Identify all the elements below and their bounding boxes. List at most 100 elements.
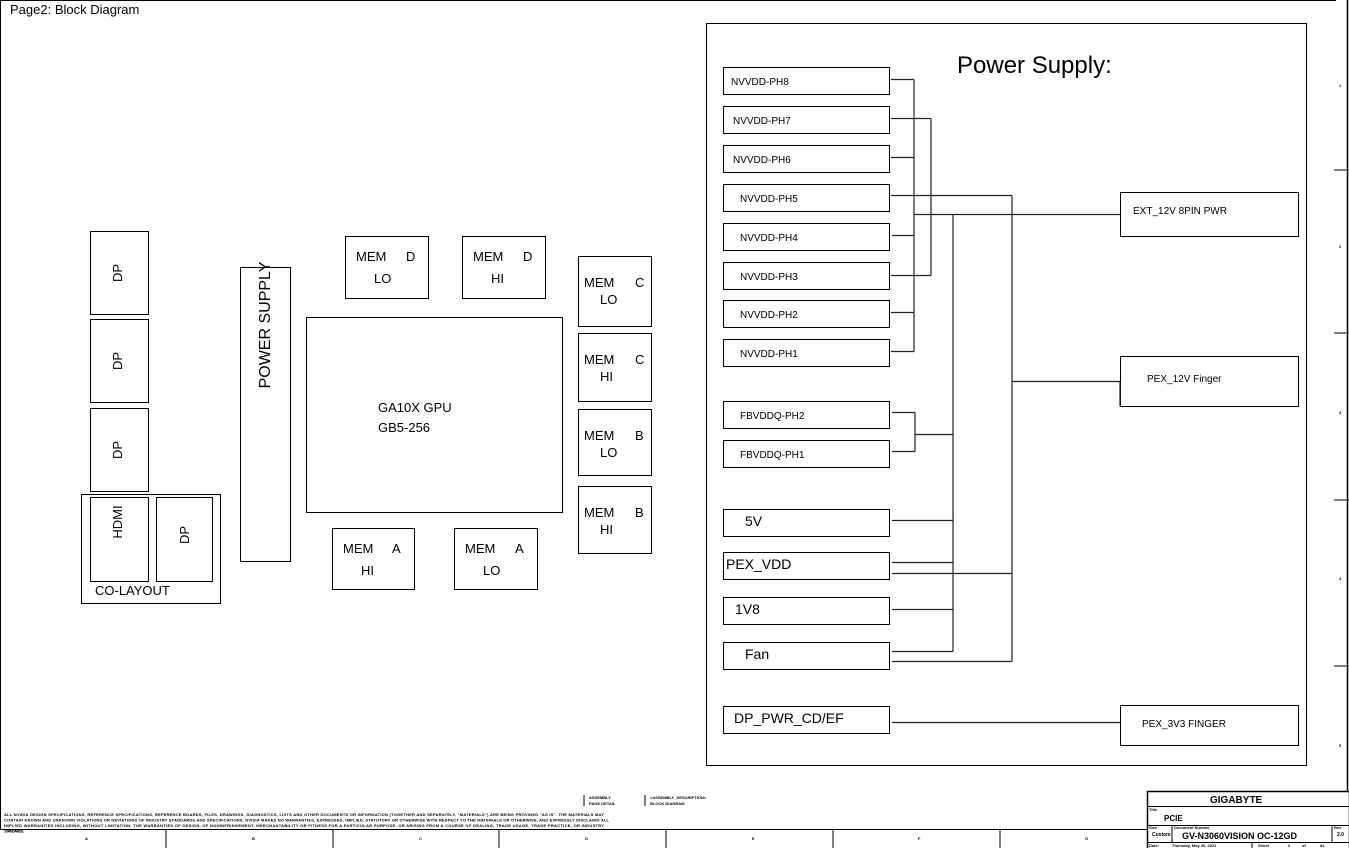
company-name: GIGABYTE: [1210, 795, 1263, 806]
sheet-total: 84: [1320, 843, 1325, 848]
dp-connector-box: [90, 231, 149, 315]
assembly-field: ASSEMBLY: [589, 795, 611, 800]
power-rail-box: [723, 106, 890, 134]
dp-connector-label: DP: [110, 264, 125, 282]
row-marker: 4: [1339, 576, 1342, 581]
power-source-box: [1120, 192, 1299, 237]
column-marker: C: [419, 836, 422, 841]
of-label: of: [1302, 843, 1306, 848]
memory-label: MEM: [584, 428, 614, 443]
power-rail-box: [723, 184, 890, 212]
power-source-label: PEX_12V Finger: [1147, 374, 1222, 385]
memory-block: [454, 528, 538, 590]
memory-channel-label: C: [635, 352, 644, 367]
power-source-label: EXT_12V 8PIN PWR: [1133, 206, 1227, 217]
sheet-number: 2: [1288, 843, 1291, 848]
power-supply-block-label: POWER SUPPLY: [257, 261, 274, 388]
column-marker: E: [752, 836, 755, 841]
rev-value: 2.0: [1337, 832, 1344, 838]
memory-block: [578, 333, 652, 402]
sheet-label: Sheet: [1258, 843, 1270, 848]
memory-block: [578, 486, 652, 554]
memory-channel-label: C: [635, 275, 644, 290]
document-number: GV-N3060VISION OC-12GD: [1182, 831, 1298, 841]
power-rail-label: 1V8: [735, 601, 760, 617]
dp-connector-box: [90, 408, 149, 492]
size-value: Custom: [1152, 832, 1171, 838]
power-rail-label: NVVDD-PH5: [740, 194, 798, 205]
memory-block: [332, 528, 415, 590]
title-label: Title: [1149, 807, 1158, 812]
power-supply-title: Power Supply:: [957, 52, 1112, 79]
memory-label: MEM: [356, 249, 386, 264]
power-source-label: PEX_3V3 FINGER: [1142, 719, 1226, 730]
power-supply-frame: [706, 23, 1307, 766]
co-layout-box: [81, 494, 221, 604]
power-rail-box: [723, 67, 890, 95]
disclaimer-line: IMPLIED WARRANTIES INCLUDING, WITHOUT LI…: [4, 823, 604, 828]
memory-label: MEM: [343, 541, 373, 556]
memory-label: MEM: [584, 352, 614, 367]
gpu-block: [306, 317, 563, 513]
assembly-field: PAGE DETAIL: [589, 801, 616, 806]
power-rail-label: PEX_VDD: [726, 556, 791, 572]
power-rail-box: [723, 706, 890, 734]
row-marker: 5: [1339, 743, 1342, 748]
hdmi-connector-label: HDMI: [110, 505, 125, 538]
row-marker: 1: [1339, 83, 1342, 88]
hdmi-connector-box: [90, 497, 149, 582]
dp-connector-label: DP: [177, 526, 192, 544]
row-marker: 3: [1339, 410, 1342, 415]
memory-label: MEM: [465, 541, 495, 556]
rev-label: Rev: [1334, 825, 1342, 830]
memory-half-label: LO: [600, 445, 617, 460]
date-label: Date:: [1149, 843, 1159, 848]
gpu-name-label: GA10X GPU: [378, 400, 452, 415]
co-layout-label: CO-LAYOUT: [95, 583, 170, 598]
power-rail-box: [723, 509, 890, 537]
column-marker: B: [252, 836, 255, 841]
power-supply-block: [240, 267, 291, 562]
memory-block: [345, 236, 429, 299]
power-rail-box: [723, 262, 890, 290]
power-rail-label: Fan: [745, 646, 769, 662]
memory-channel-label: A: [515, 541, 524, 556]
power-rail-label: NVVDD-PH2: [740, 310, 798, 321]
power-rail-label: NVVDD-PH7: [733, 116, 791, 127]
memory-label: MEM: [584, 275, 614, 290]
gpu-bus-label: GB5-256: [378, 420, 430, 435]
memory-channel-label: A: [392, 541, 401, 556]
dp-connector-box: [156, 497, 213, 582]
dp-connector-label: DP: [110, 441, 125, 459]
column-marker: G: [1085, 836, 1088, 841]
power-rail-box: [723, 597, 890, 625]
memory-channel-label: D: [523, 249, 532, 264]
column-marker: A: [85, 836, 88, 841]
power-source-box: [1120, 705, 1299, 746]
memory-half-label: LO: [483, 563, 500, 578]
row-marker: 2: [1339, 244, 1342, 249]
dp-connector-box: [90, 319, 149, 403]
power-rail-box: [723, 440, 890, 468]
memory-block: [578, 256, 652, 327]
power-rail-box: [723, 300, 890, 328]
memory-half-label: HI: [600, 522, 613, 537]
power-rail-box: [723, 401, 890, 429]
memory-half-label: HI: [600, 369, 613, 384]
page-title: Page2: Block Diagram: [10, 2, 139, 17]
memory-label: MEM: [584, 505, 614, 520]
power-rail-label: NVVDD-PH1: [740, 349, 798, 360]
memory-block: [462, 236, 546, 299]
memory-block: [578, 409, 652, 476]
date-value: Thursday, May 06, 2021: [1172, 843, 1217, 848]
memory-label: MEM: [473, 249, 503, 264]
assembly-field: <ASSEMBLY_DESCRIPTION>: [650, 795, 707, 800]
power-rail-box: [723, 339, 890, 367]
memory-channel-label: D: [406, 249, 415, 264]
disclaimer-line: CONTAIN KNOWN AND UNKNOWN VIOLATIONS OR …: [4, 818, 610, 823]
column-marker: D: [585, 836, 588, 841]
memory-half-label: HI: [361, 563, 374, 578]
memory-channel-label: B: [635, 505, 644, 520]
memory-half-label: LO: [374, 271, 391, 286]
